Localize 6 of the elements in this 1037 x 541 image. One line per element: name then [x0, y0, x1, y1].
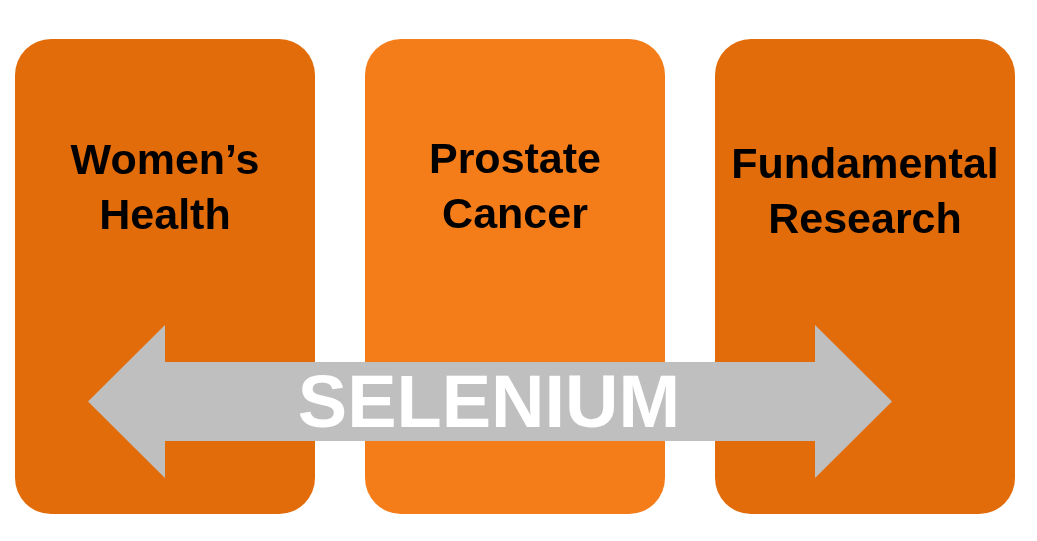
box-label: Fundamental Research [730, 138, 1000, 244]
box-label: Women’s Health [69, 134, 261, 240]
rounded-box [715, 39, 1015, 514]
edge-label: SELENIUM [297, 364, 681, 439]
double-headed-block-arrow [88, 325, 892, 478]
box-label: Prostate Cancer [427, 133, 603, 239]
